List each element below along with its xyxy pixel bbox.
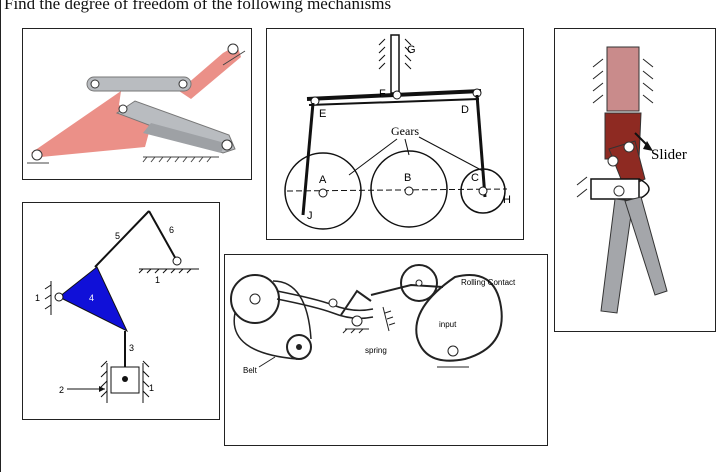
figure-gear-linkage: G F E D Gears A B C J H (266, 28, 524, 240)
label-link-1-bottom: 1 (149, 383, 154, 393)
figure-slider-pliers: Slider (554, 28, 716, 332)
label-f: F (379, 88, 386, 100)
label-e: E (319, 108, 326, 120)
label-c: C (471, 172, 479, 184)
slider-pliers-drawing: Slider (576, 46, 687, 314)
label-slider: Slider (651, 147, 687, 163)
label-link-2: 2 (59, 385, 64, 395)
label-belt: Belt (243, 366, 258, 375)
label-link-6: 6 (169, 225, 174, 235)
label-h: H (503, 194, 511, 206)
label-j: J (307, 210, 313, 222)
label-link-1-top: 1 (155, 275, 160, 285)
figure-four-bar-linkage (22, 28, 252, 180)
numbered-linkage-drawing: 1 1 1 2 3 4 5 6 (35, 210, 199, 403)
label-link-1-left: 1 (35, 293, 40, 303)
label-spring: spring (365, 346, 387, 355)
page-heading: Find the degree of freedom of the follow… (4, 0, 392, 13)
belt-rolling-drawing: spring Rolling Contact input Belt (230, 264, 516, 375)
figure-numbered-linkage: 1 1 1 2 3 4 5 6 (22, 202, 220, 420)
label-rolling-contact: Rolling Contact (461, 278, 516, 287)
four-bar-linkage-drawing (27, 43, 246, 164)
label-gears: Gears (391, 124, 419, 138)
label-link-4: 4 (89, 293, 94, 303)
label-link-3: 3 (129, 343, 134, 353)
label-input: input (439, 320, 457, 329)
label-a: A (319, 174, 327, 186)
label-d: D (461, 104, 469, 116)
figure-belt-rolling-contact: spring Rolling Contact input Belt (224, 254, 548, 446)
label-b: B (404, 172, 411, 184)
label-link-5: 5 (115, 231, 120, 241)
label-g: G (407, 44, 416, 56)
gear-linkage-drawing: G F E D Gears A B C J H (284, 34, 511, 230)
left-border-line (0, 0, 1, 472)
